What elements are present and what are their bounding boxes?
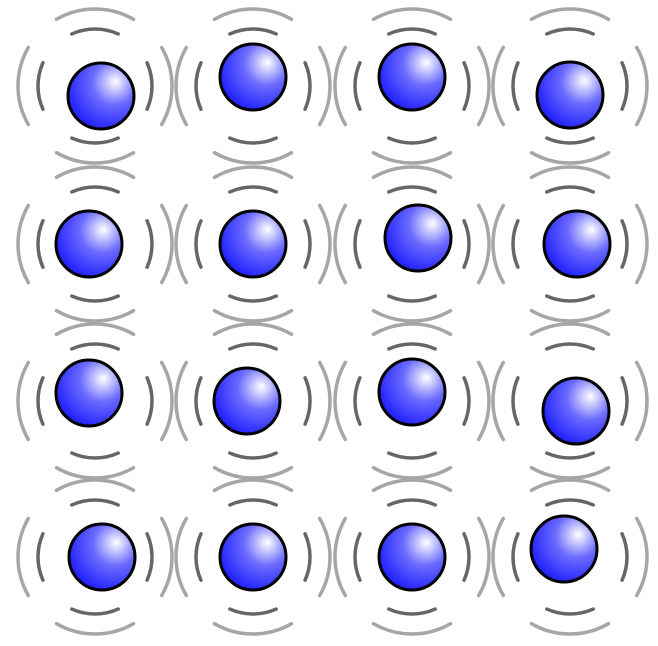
atom-ball [214, 368, 280, 434]
atom-ball [543, 378, 609, 444]
atom-ball [220, 524, 286, 590]
atom-ball [531, 516, 597, 582]
atom-ball [379, 44, 445, 110]
atom-ball [68, 63, 134, 129]
atom-ball [544, 211, 610, 277]
atom-ball [220, 211, 286, 277]
atom-ball [379, 524, 445, 590]
atom-ball [56, 360, 122, 426]
atom-ball [69, 524, 135, 590]
atom-ball [220, 44, 286, 110]
atom-ball [385, 205, 451, 271]
atom-ball [537, 62, 603, 128]
atom-ball [379, 359, 445, 425]
atom-ball [56, 211, 122, 277]
